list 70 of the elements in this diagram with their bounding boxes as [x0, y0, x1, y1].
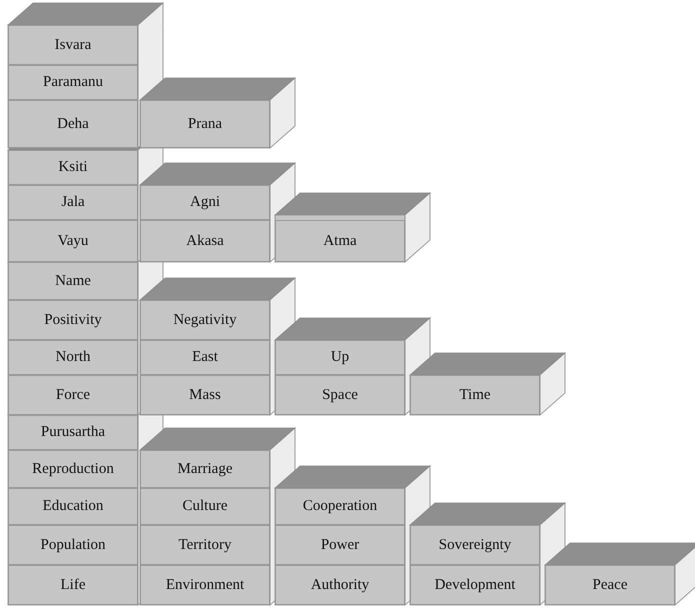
block-label: Population — [40, 536, 106, 554]
block-label: Paramanu — [43, 74, 103, 91]
block-face — [8, 220, 138, 262]
block-label: Negativity — [173, 312, 237, 328]
block-label: Force — [56, 386, 90, 404]
block-face — [8, 65, 138, 100]
block-label: Positivity — [44, 312, 102, 328]
block-face — [8, 415, 138, 450]
block-label: Cooperation — [302, 498, 378, 515]
block-label: Akasa — [186, 232, 224, 250]
block-label: North — [56, 349, 90, 366]
block-label: Up — [330, 349, 350, 366]
block-face — [8, 525, 138, 565]
block-face — [8, 100, 138, 148]
block-label: Sovereignty — [438, 536, 512, 554]
block-label: Mass — [189, 386, 221, 404]
block-face — [275, 375, 405, 415]
block-label: Time — [459, 386, 491, 404]
block-face — [410, 565, 540, 605]
block-face — [140, 450, 270, 488]
block-face — [8, 488, 138, 525]
block-label: Authority — [310, 576, 370, 594]
block-face — [410, 525, 540, 565]
block-face — [140, 375, 270, 415]
block-face — [8, 25, 138, 65]
block-label: Marriage — [178, 460, 232, 478]
block-face — [410, 375, 540, 415]
block-label: Prana — [188, 116, 222, 132]
block-face — [140, 565, 270, 605]
block-face — [8, 375, 138, 415]
block-label: Isvara — [54, 36, 92, 54]
block-face — [140, 340, 270, 375]
block-face — [140, 488, 270, 525]
block-label: Culture — [182, 498, 228, 515]
block-label: Life — [60, 576, 86, 594]
block-face — [8, 565, 138, 605]
block-face — [140, 220, 270, 262]
block-face — [140, 100, 270, 148]
block-face — [275, 488, 405, 525]
block-label: Territory — [178, 536, 232, 554]
block-label: Deha — [57, 116, 89, 132]
block-face — [140, 300, 270, 340]
block-face — [275, 565, 405, 605]
block-label: Education — [42, 498, 104, 515]
block-face — [275, 220, 405, 262]
block-label: Power — [320, 536, 360, 554]
block-face — [275, 340, 405, 375]
block-face — [8, 150, 138, 185]
block-face — [8, 185, 138, 220]
block-label: Atma — [323, 232, 357, 250]
block-label: Development — [434, 576, 516, 594]
block-face — [140, 525, 270, 565]
block-label: Environment — [166, 576, 244, 594]
block-face — [140, 185, 270, 220]
block-label: Agni — [190, 194, 220, 211]
block-label: Ksiti — [58, 159, 88, 176]
block-label: Reproduction — [32, 460, 114, 478]
block-label: East — [192, 349, 218, 366]
block-label: Name — [55, 272, 91, 290]
block-label: Space — [322, 386, 358, 404]
block-label: Jala — [61, 194, 85, 211]
block-face — [8, 450, 138, 488]
block-face — [8, 340, 138, 375]
block-face — [545, 565, 675, 605]
block-face — [275, 525, 405, 565]
block-label: Purusartha — [40, 424, 106, 441]
block-label: Vayu — [58, 232, 88, 250]
block-face — [8, 262, 138, 300]
block-face — [8, 300, 138, 340]
block-label: Peace — [592, 576, 628, 594]
